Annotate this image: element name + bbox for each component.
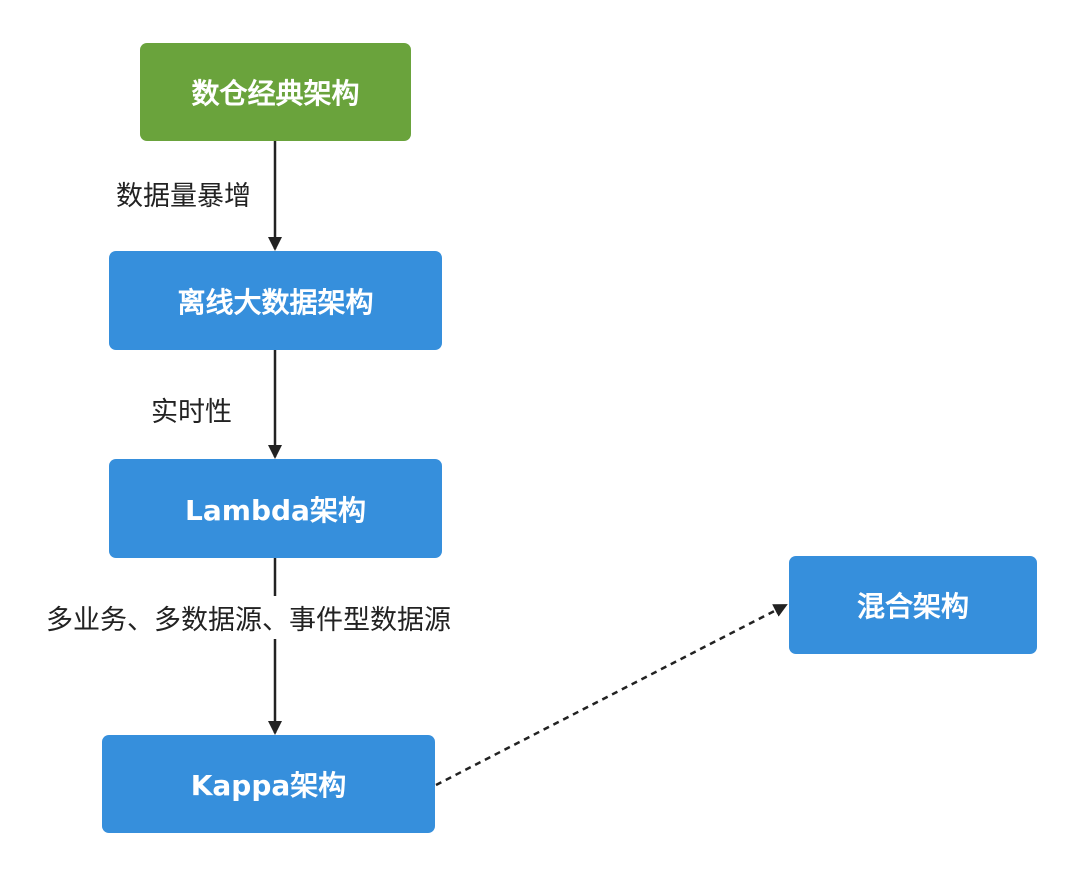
edge-kappa-to-hybrid	[435, 603, 788, 787]
node-classic-warehouse: 数仓经典架构	[140, 43, 411, 141]
node-offline-bigdata: 离线大数据架构	[109, 251, 442, 350]
node-hybrid: 混合架构	[789, 556, 1037, 654]
edge-label-realtime: 实时性	[151, 390, 232, 429]
edge-label-multi-source: 多业务、多数据源、事件型数据源	[46, 596, 451, 639]
edge-label-data-growth: 数据量暴增	[116, 174, 251, 213]
node-kappa: Kappa架构	[102, 735, 435, 833]
node-lambda: Lambda架构	[109, 459, 442, 558]
